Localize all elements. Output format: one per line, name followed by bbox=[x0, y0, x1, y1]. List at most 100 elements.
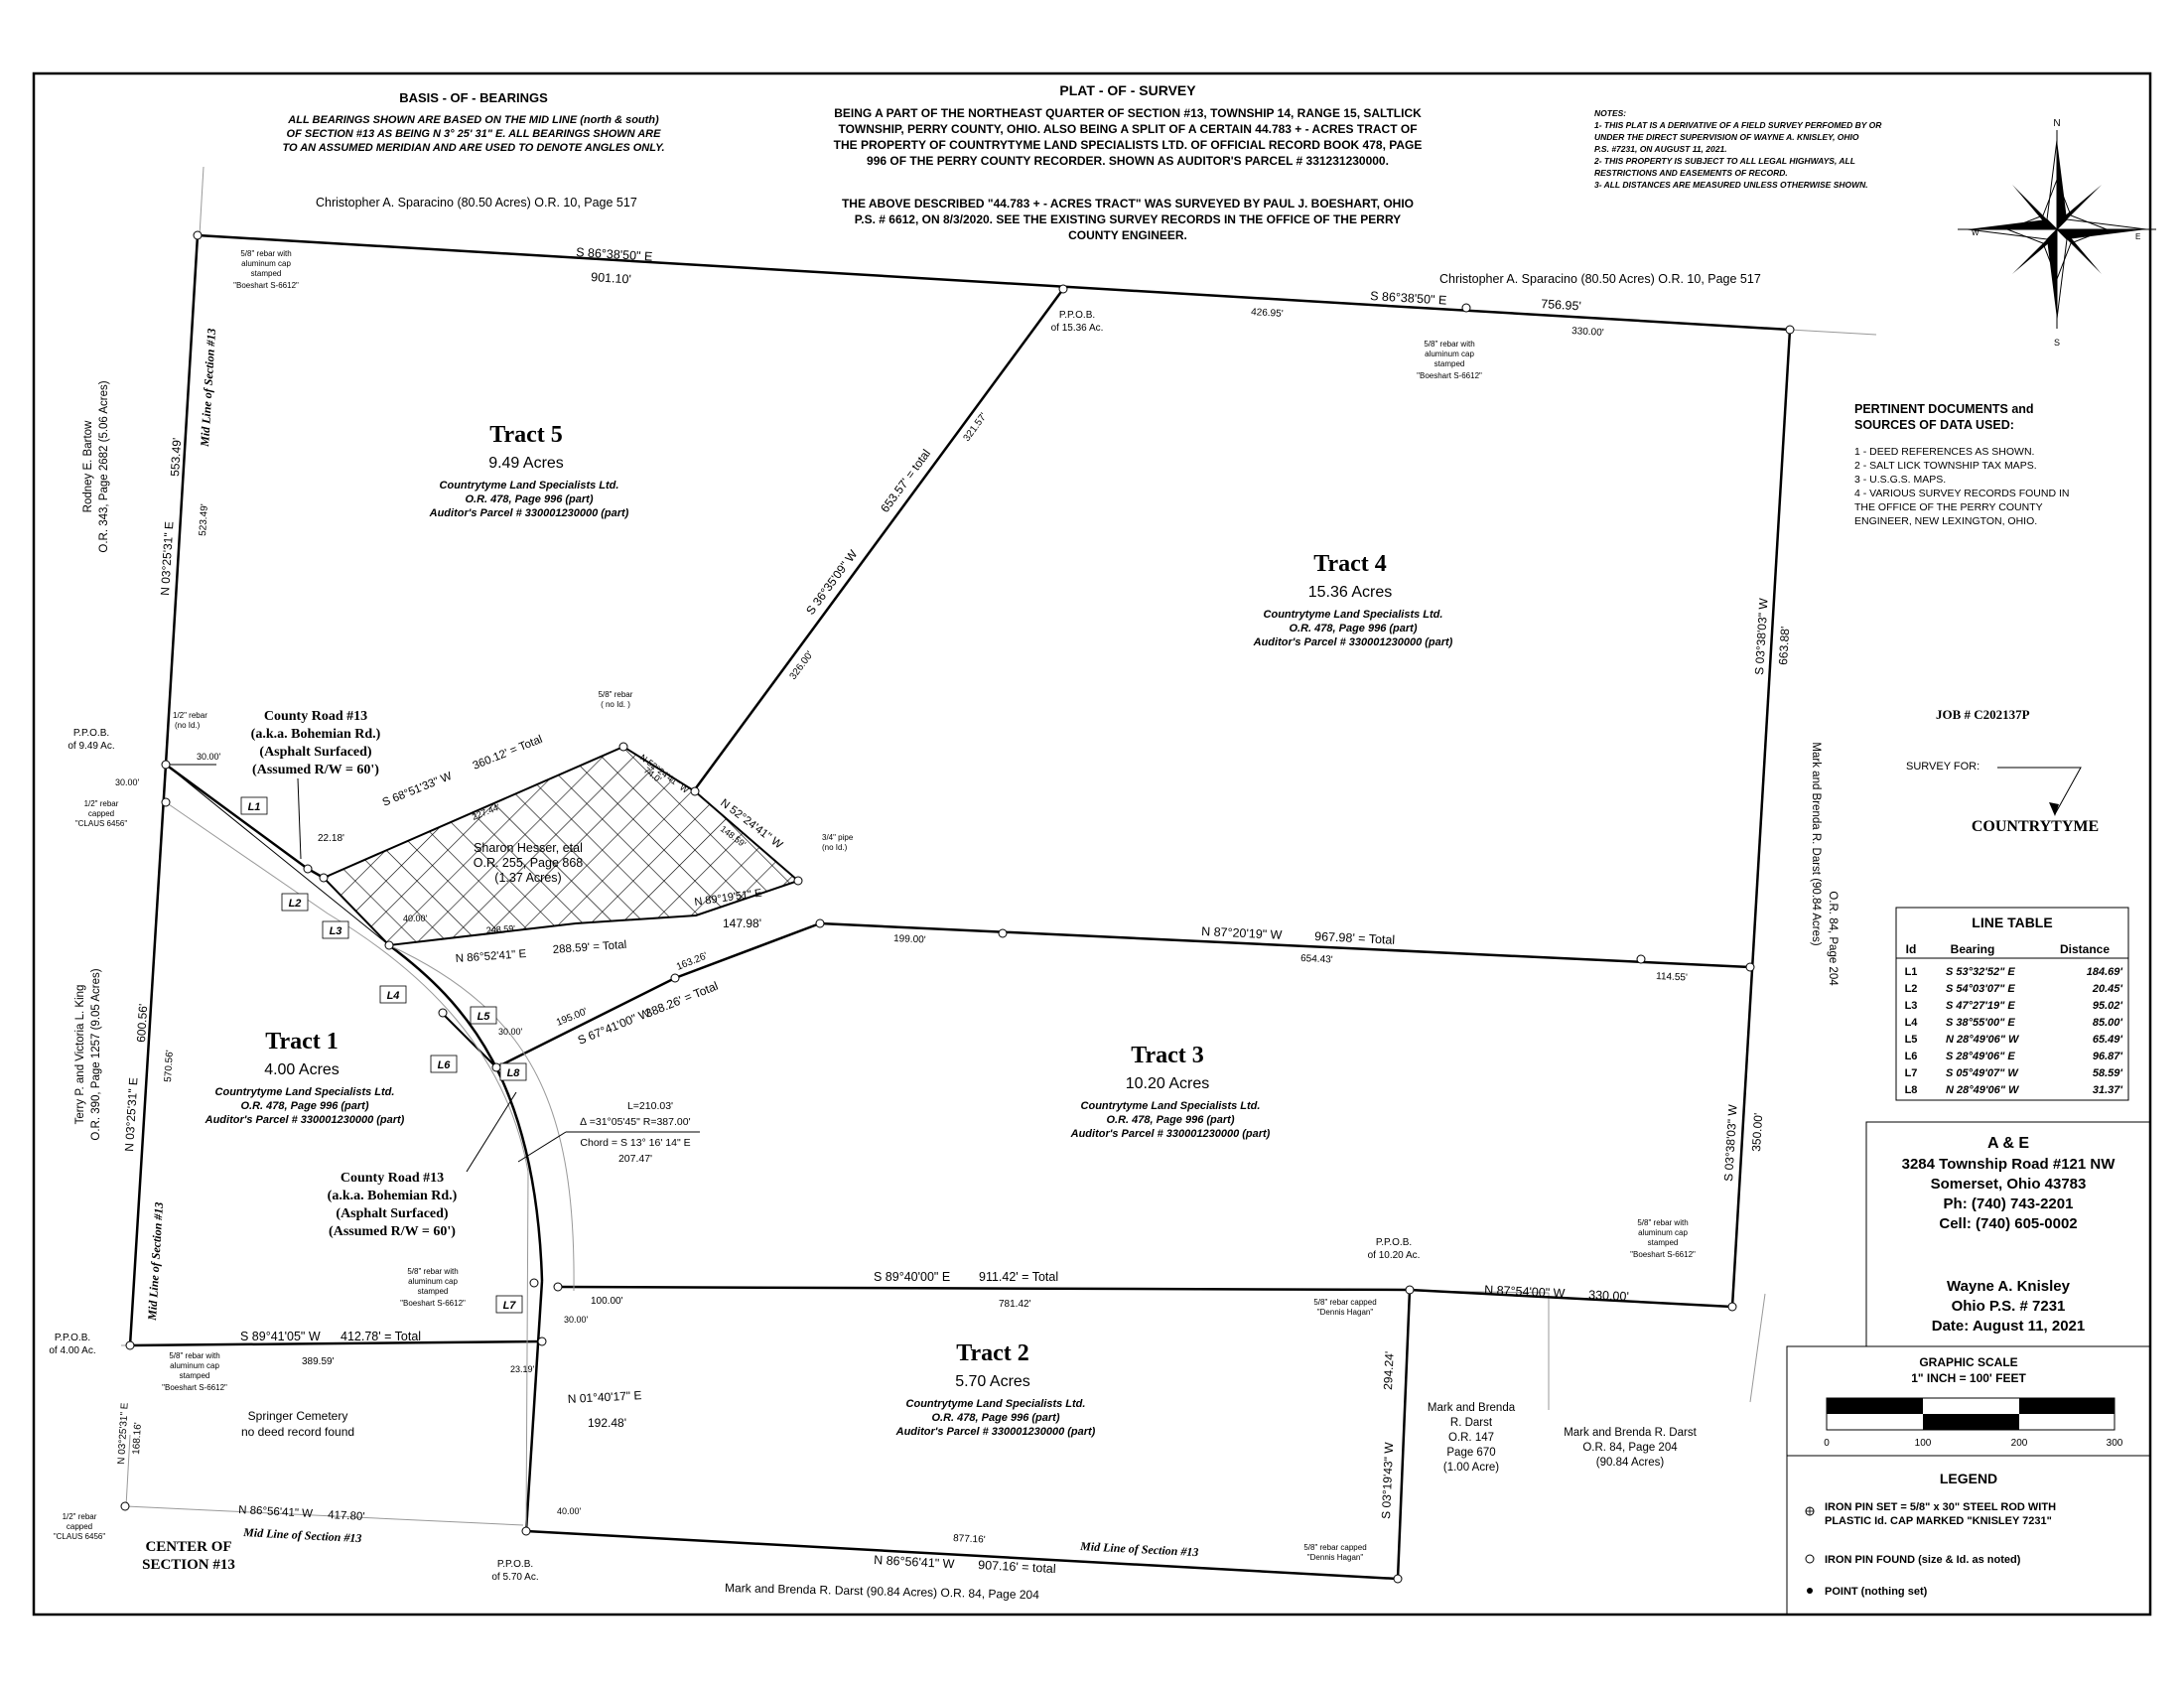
tract-description: Countrytyme Land Specialists Ltd. bbox=[1264, 609, 1443, 621]
distance-label: 40.00' bbox=[557, 1506, 582, 1516]
plat-line: THE PROPERTY OF COUNTRYTYME LAND SPECIAL… bbox=[834, 138, 1423, 152]
bearing-label: S 03°19'43" W bbox=[1379, 1442, 1396, 1520]
distance-label: 600.56' bbox=[134, 1003, 150, 1043]
plat-line: BEING A PART OF THE NORTHEAST QUARTER OF… bbox=[834, 106, 1422, 120]
documents-item: 3 - U.S.G.S. MAPS. bbox=[1854, 474, 1946, 486]
distance-label: 967.98' = Total bbox=[1314, 929, 1396, 947]
monument-note: stamped bbox=[251, 269, 282, 278]
bearing-label: S 89°41'05" W bbox=[240, 1330, 321, 1343]
boundary-lines bbox=[128, 233, 1792, 1581]
notes-line: UNDER THE DIRECT SUPERVISION OF WAYNE A.… bbox=[1594, 132, 1859, 142]
monument-note: 5/8" rebar with bbox=[169, 1351, 219, 1360]
road-line: (a.k.a. Bohemian Rd.) bbox=[328, 1189, 458, 1203]
legend-item: IRON PIN FOUND (size & Id. as noted) bbox=[1825, 1554, 2021, 1566]
bearing-label: S 03°38'03" W bbox=[1752, 597, 1771, 675]
survey-pin-icon bbox=[670, 973, 680, 983]
distance-label: 553.49' bbox=[168, 437, 184, 477]
survey-pin-icon bbox=[1727, 1302, 1737, 1312]
road-label-lower: County Road #13 (a.k.a. Bohemian Rd.) (A… bbox=[328, 1091, 517, 1239]
iron-pin-found-icon bbox=[1805, 1554, 1815, 1564]
line-table-cell: 184.69' bbox=[2087, 966, 2123, 978]
bearing-label: N 87°20'19" W bbox=[1201, 924, 1283, 942]
ppob-label: P.P.O.B. bbox=[1376, 1237, 1412, 1248]
tract-description: O.R. 478, Page 996 (part) bbox=[466, 493, 594, 505]
survey-pin-icon bbox=[1393, 1574, 1403, 1584]
tract-description: O.R. 478, Page 996 (part) bbox=[1107, 1114, 1235, 1126]
monument-note: 1/2" rebar bbox=[84, 799, 119, 808]
tract-description: O.R. 478, Page 996 (part) bbox=[1290, 623, 1418, 634]
legend-item: PLASTIC Id. CAP MARKED "KNISLEY 7231" bbox=[1825, 1515, 2052, 1527]
plat-title: PLAT - OF - SURVEY bbox=[1059, 82, 1196, 98]
distance-label: 326.00' bbox=[788, 649, 816, 682]
bearing-label: S 67°41'00" W bbox=[576, 1006, 653, 1048]
hesser-acres: (1.37 Acres) bbox=[494, 871, 561, 885]
bearing-label: S 89°40'00" E bbox=[874, 1270, 950, 1284]
ppob-label: of 5.70 Ac. bbox=[491, 1572, 538, 1583]
distance-label: 114.55' bbox=[1656, 971, 1688, 983]
distance-label: 417.80' bbox=[328, 1509, 365, 1523]
distance-label: 40.00' bbox=[403, 914, 428, 923]
road-line: County Road #13 bbox=[264, 709, 367, 724]
distance-label: 163.26' bbox=[675, 950, 709, 972]
line-id-box bbox=[240, 796, 268, 815]
tract-name: Tract 4 bbox=[1313, 551, 1387, 577]
plat-line: 996 OF THE PERRY COUNTY RECORDER. SHOWN … bbox=[867, 154, 1389, 168]
tract-name: Tract 3 bbox=[1131, 1043, 1204, 1068]
monument-note: "Dennis Hagan" bbox=[1307, 1553, 1364, 1562]
line-table-cell: L8 bbox=[1905, 1084, 1918, 1096]
road-line: (Assumed R/W = 60') bbox=[252, 763, 379, 777]
owner-king-line: Terry P. and Victoria L. King bbox=[74, 985, 86, 1125]
pertinent-documents: PERTINENT DOCUMENTS and SOURCES OF DATA … bbox=[1854, 402, 2069, 527]
line-table-cell: S 54°03'07" E bbox=[1946, 983, 2015, 995]
distance-label: 389.59' bbox=[302, 1356, 335, 1367]
compass-w: W bbox=[1972, 228, 1979, 237]
basis-of-bearings: BASIS - OF - BEARINGS ALL BEARINGS SHOWN… bbox=[282, 90, 664, 154]
line-table-cell: 20.45' bbox=[2092, 983, 2123, 995]
tract-description: Countrytyme Land Specialists Ltd. bbox=[215, 1086, 395, 1098]
monument-note: 5/8" rebar with bbox=[240, 249, 291, 258]
monument-note: 5/8" rebar capped bbox=[1303, 1543, 1366, 1552]
owner-darst-small-line: Page 670 bbox=[1446, 1447, 1495, 1459]
survey-pin-icon bbox=[793, 876, 803, 886]
documents-title: PERTINENT DOCUMENTS and bbox=[1854, 402, 2034, 416]
plat-of-survey: PLAT - OF - SURVEY BEING A PART OF THE N… bbox=[834, 82, 1423, 242]
distance-label: 330.00' bbox=[1571, 326, 1604, 339]
monument-note: "Boeshart S-6612" bbox=[233, 281, 299, 290]
bearing-label: S 36°35'09" W bbox=[803, 547, 861, 618]
owner-king: Terry P. and Victoria L. King O.R. 390, … bbox=[74, 968, 102, 1140]
monument-note: "Boeshart S-6612" bbox=[1630, 1250, 1696, 1259]
survey-pin-icon bbox=[1058, 284, 1068, 294]
curve-line: Chord = S 13° 16' 14" E bbox=[580, 1137, 690, 1149]
distance-label: 30.00' bbox=[564, 1315, 589, 1325]
basis-line: OF SECTION #13 AS BEING N 3° 25' 31" E. … bbox=[287, 128, 662, 140]
firm-name: A & E bbox=[1987, 1135, 2029, 1152]
bearing-label: S 68°51'33" W bbox=[381, 771, 454, 809]
tract-acres: 5.70 Acres bbox=[955, 1373, 1030, 1390]
line-table-cell: L4 bbox=[1905, 1017, 1919, 1029]
monument-note: 5/8" rebar with bbox=[1637, 1218, 1688, 1227]
monument-note: 5/8" rebar with bbox=[1424, 340, 1474, 349]
monument-note: 5/8" rebar capped bbox=[1313, 1298, 1376, 1307]
survey-pin-icon bbox=[521, 1526, 531, 1536]
monument-note: aluminum cap bbox=[408, 1277, 458, 1286]
ppob-label: of 10.20 Ac. bbox=[1368, 1250, 1421, 1261]
tract-description: O.R. 478, Page 996 (part) bbox=[241, 1100, 369, 1112]
line-id-label: L3 bbox=[330, 925, 342, 937]
ppob-label: P.P.O.B. bbox=[497, 1559, 533, 1570]
monument-note: capped bbox=[67, 1522, 92, 1531]
monument-note: stamped bbox=[1648, 1238, 1679, 1247]
ppob-label: P.P.O.B. bbox=[1059, 310, 1095, 321]
midline-label: Mid Line of Section #13 bbox=[145, 1201, 166, 1322]
distance-label: 147.98' bbox=[723, 916, 761, 930]
distance-label: 30.00' bbox=[498, 1027, 523, 1037]
survey-for-label: SURVEY FOR: bbox=[1906, 761, 1979, 773]
basis-line: TO AN ASSUMED MERIDIAN AND ARE USED TO D… bbox=[282, 142, 664, 154]
distance-label: 100.00' bbox=[591, 1296, 623, 1307]
distance-label: 663.88' bbox=[1776, 626, 1792, 665]
owner-bartow: Rodney E. Bartow O.R. 343, Page 2682 (5.… bbox=[82, 380, 110, 552]
tract-description: O.R. 478, Page 996 (part) bbox=[932, 1412, 1060, 1424]
distance-label: 360.12' = Total bbox=[472, 734, 545, 773]
road-line: (Asphalt Surfaced) bbox=[336, 1206, 449, 1221]
monument-note: "Boeshart S-6612" bbox=[400, 1299, 466, 1308]
owner-darst-bottom: Mark and Brenda R. Darst (90.84 Acres) O… bbox=[725, 1581, 1039, 1602]
